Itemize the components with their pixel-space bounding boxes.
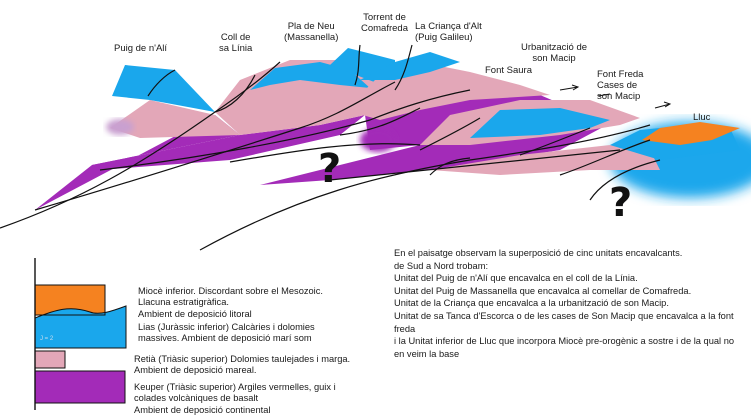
legend-keuper: Keuper (Triàsic superior) Argiles vermel… (134, 382, 336, 416)
description-line: Unitat del Puig de n'Alí que encavalca e… (394, 272, 746, 285)
legend-miocene: Miocè inferior. Discordant sobre el Meso… (138, 286, 323, 320)
description-line: Unitat de sa Tanca d'Escorca o de les ca… (394, 310, 746, 335)
description-line: En el paisatge observam la superposició … (394, 247, 746, 260)
description-text: En el paisatge observam la superposició … (394, 247, 746, 360)
description-line: i la Unitat inferior de Lluc que incorpo… (394, 335, 746, 360)
description-line: Unitat de la Criança que encavalca a la … (394, 297, 746, 310)
column-retia (35, 351, 65, 368)
legend-retia: Retià (Triàsic superior) Dolomies taulej… (134, 354, 350, 377)
description-line: de Sud a Nord trobam: (394, 260, 746, 273)
column-keuper (35, 371, 125, 403)
legend-lias: Lias (Juràssic inferior) Calcàries i dol… (138, 322, 315, 345)
description-line: Unitat del Puig de Massanella que encava… (394, 285, 746, 298)
lias-symbol: J = 2 (40, 334, 53, 345)
